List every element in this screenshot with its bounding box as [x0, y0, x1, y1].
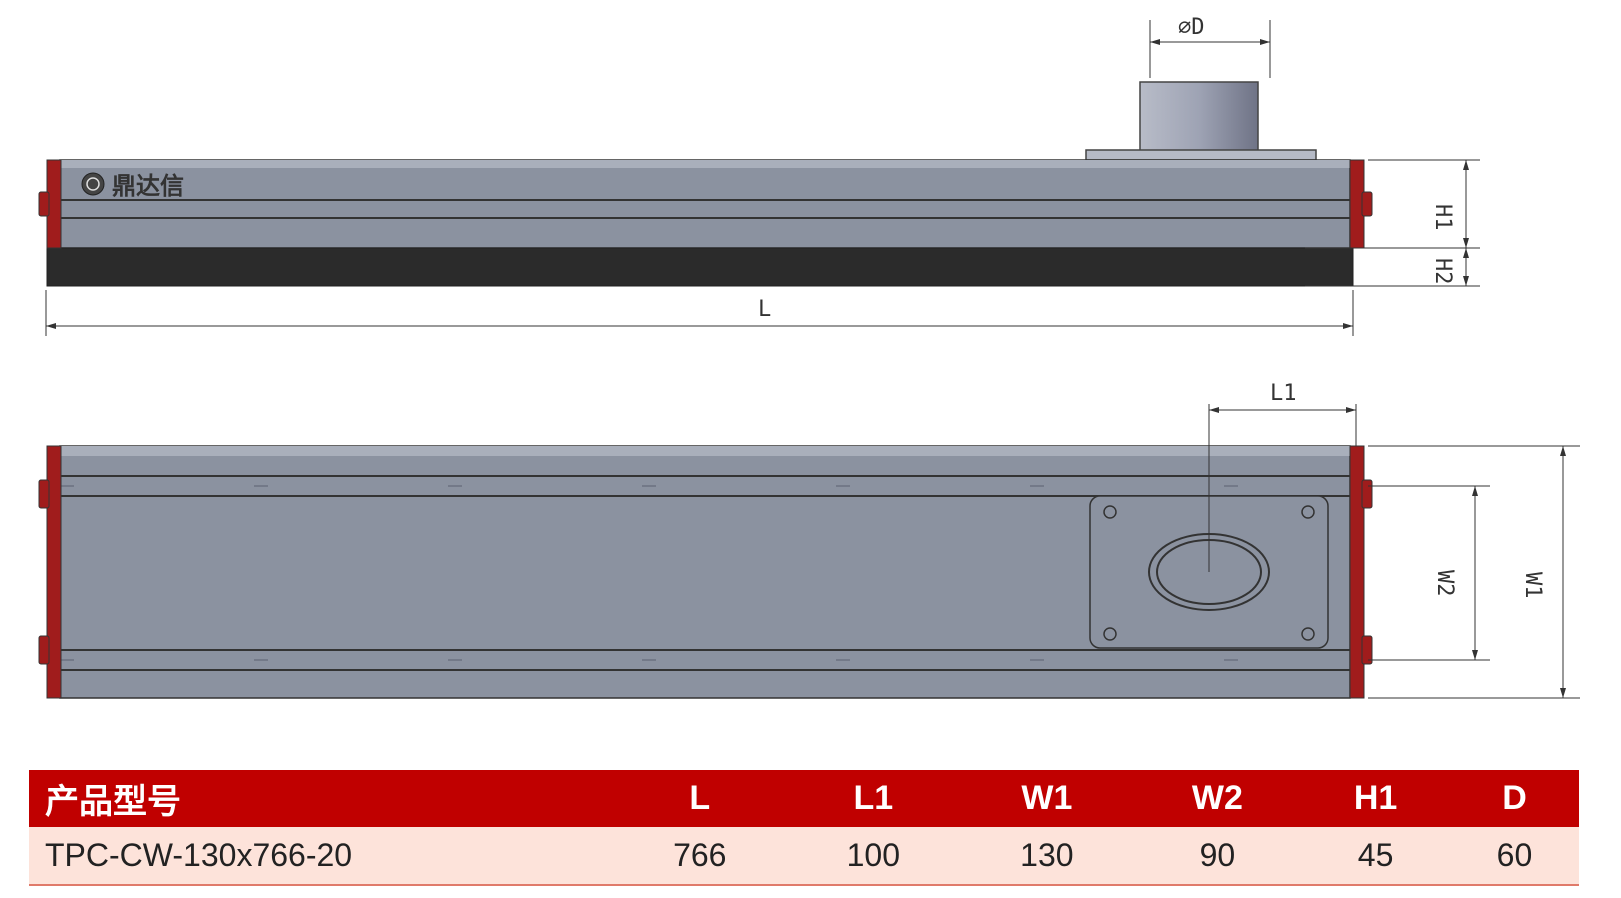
- dim-label-w2: W2: [1432, 570, 1457, 597]
- spec-table-header: 产品型号 L L1 W1 W2 H1 D: [29, 770, 1579, 827]
- dim-label-l1: L1: [1270, 381, 1297, 406]
- outlet-pipe: [1139, 81, 1259, 153]
- cell-w2: 90: [1133, 827, 1302, 886]
- front-body: [59, 159, 1351, 249]
- right-end-knob: [1361, 191, 1373, 217]
- header-l1: L1: [786, 770, 961, 827]
- brand-text: 鼎达信: [112, 172, 184, 200]
- top-right-end-cap: [1349, 445, 1365, 699]
- cell-d: 60: [1449, 827, 1579, 886]
- dim-label-w1: W1: [1520, 572, 1545, 599]
- cell-model: TPC-CW-130x766-20: [29, 827, 613, 886]
- top-view: L1 W2 W1: [38, 381, 1580, 699]
- dim-label-h1: H1: [1430, 204, 1455, 231]
- outlet-flange: [1085, 149, 1317, 161]
- base-strip: [46, 247, 1354, 287]
- header-h1: H1: [1301, 770, 1450, 827]
- header-model: 产品型号: [29, 770, 613, 827]
- header-d: D: [1449, 770, 1579, 827]
- brand-logo-icon: [81, 172, 105, 196]
- cell-h1: 45: [1301, 827, 1450, 886]
- front-view: 鼎达信 ⌀D H1 H2 L: [38, 15, 1480, 336]
- top-left-end-cap: [46, 445, 62, 699]
- table-row: TPC-CW-130x766-20 766 100 130 90 45 60: [29, 827, 1579, 886]
- dim-label-l: L: [758, 297, 771, 322]
- dim-label-diameter: ⌀D: [1178, 15, 1205, 40]
- top-body-highlight: [60, 446, 1350, 456]
- cell-l: 766: [613, 827, 787, 886]
- front-body-highlight: [60, 160, 1350, 168]
- header-w2: W2: [1133, 770, 1302, 827]
- header-w1: W1: [960, 770, 1134, 827]
- header-l: L: [613, 770, 787, 827]
- spec-table: 产品型号 L L1 W1 W2 H1 D TPC-CW-130x766-20 7…: [29, 770, 1579, 886]
- left-end-knob: [38, 191, 50, 217]
- cell-l1: 100: [786, 827, 961, 886]
- dim-label-h2: H2: [1430, 258, 1455, 285]
- cell-w1: 130: [960, 827, 1134, 886]
